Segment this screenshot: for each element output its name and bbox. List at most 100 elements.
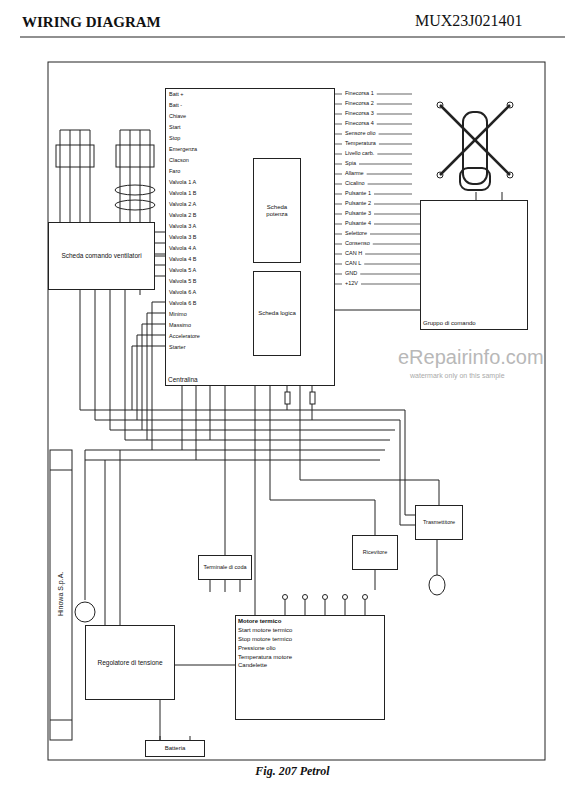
signal-name: Temperatura [345,140,376,146]
signal-name: Batt - [169,102,182,108]
pin-wire [373,244,420,245]
pin-wire [364,264,420,265]
node-title: Scheda comando ventilatori [61,252,141,259]
signal-name: Chiave [169,113,186,119]
signal-name: Starter [169,344,186,350]
pin-wire [335,124,342,125]
node-title: Motore termico [238,618,281,625]
node-title: Batteria [165,745,186,752]
node-item: Temperatura motore [238,654,292,661]
signal-name: Valvola 3 A [169,223,196,229]
node-item: Stop motore termico [238,636,292,643]
watermark: watermark only on this sample [410,372,505,380]
wire-connector [270,386,375,535]
signal-name: Finecorsa 2 [345,100,374,106]
pin-wire [335,144,342,145]
watermark: eRepairinfo.com [398,346,544,368]
pin-wire [377,94,412,95]
signal-name: Batt + [169,91,184,97]
node-title: Gruppo di comando [423,320,476,327]
pin-wire [374,194,412,195]
signal-name: Valvola 5 A [169,267,196,273]
signal-name: Valvola 2 A [169,201,196,207]
pin-wire [335,254,342,255]
engine-box: Motore termicoStart motore termicoStop m… [235,615,385,720]
signal-name: GND [345,270,357,276]
pin-wire [367,174,412,175]
signal-name: Pulsante 2 [345,200,371,206]
signal-name: Emergenza [169,146,197,152]
pin-wire [335,224,342,225]
pin-wire [335,264,342,265]
pin-wire [335,94,342,95]
figure-caption: Fig. 207 Petrol [0,764,585,779]
pin-wire [359,164,412,165]
signal-name: Pulsante 3 [345,210,371,216]
signal-name: Consenso [345,240,370,246]
pin-wire [377,124,412,125]
signal-name: Stop [169,135,180,141]
signal-name: Valvola 6 A [169,289,196,295]
pin-wire [335,244,342,245]
signal-name: Minimo [169,311,187,317]
signal-name: CAN H [345,250,362,256]
tail-terminal: Terminale di coda [198,555,252,580]
signal-name: Finecorsa 1 [345,90,374,96]
signal-name: Selettore [345,230,367,236]
signal-name: Livello carb. [345,150,374,156]
node-title: Scheda logica [258,310,296,317]
node-title: Regolatore di tensione [97,659,162,666]
pin-wire [335,204,342,205]
signal-name: Valvola 4 A [169,245,196,251]
node-title: Centralina [168,376,198,383]
node-item: Pressione olio [238,645,276,652]
signal-name: Finecorsa 3 [345,110,374,116]
wire-connector [335,310,420,311]
battery-box: Batteria [145,740,205,757]
voltage-regulator: Regolatore di tensione [85,625,175,700]
signal-name: Start [169,124,181,130]
signal-name: Faro [169,168,180,174]
pin-wire [335,284,342,285]
node-title: Trasmettitore [423,519,455,525]
pin-wire [335,234,342,235]
signal-name: Cicalino [345,180,365,186]
transmitter-box: Trasmettitore [415,505,463,540]
signal-name: Valvola 1 A [169,179,196,185]
wire-connector [225,386,226,555]
logic-board: Scheda logica [253,271,301,356]
pin-wire [368,184,412,185]
pin-wire [377,114,412,115]
pin-wire [374,224,420,225]
pin-wire [335,214,342,215]
pin-wire [335,184,342,185]
pin-wire [335,104,342,105]
document-code: MUX23J021401 [415,12,523,30]
pin-wire [335,114,342,115]
node-item: Candelette [238,662,267,669]
pin-wire [377,154,412,155]
signal-name: Sensore olio [345,130,376,136]
signal-name: Valvola 1 B [169,190,196,196]
pin-wire [335,174,342,175]
pin-wire [374,204,420,205]
pin-wire [379,144,412,145]
pin-wire [360,274,420,275]
title-block: Hinowa S.p.A. [57,534,65,654]
pin-wire [335,154,342,155]
signal-name: Clacson [169,157,189,163]
pin-wire [377,104,412,105]
receiver-box: Ricevitore [352,535,398,570]
signal-name: Valvola 2 B [169,212,196,218]
signal-name: CAN L [345,260,361,266]
wire-connector [160,700,161,740]
signal-name: Pulsante 4 [345,220,371,226]
signal-name: Valvola 4 B [169,256,196,262]
pin-wire [365,254,420,255]
pin-wire [335,274,342,275]
wire-connector [255,386,256,615]
signal-name: Massimo [169,322,191,328]
node-title: Terminale di coda [203,564,246,570]
pin-wire [335,194,342,195]
signal-name: Allarme [345,170,364,176]
